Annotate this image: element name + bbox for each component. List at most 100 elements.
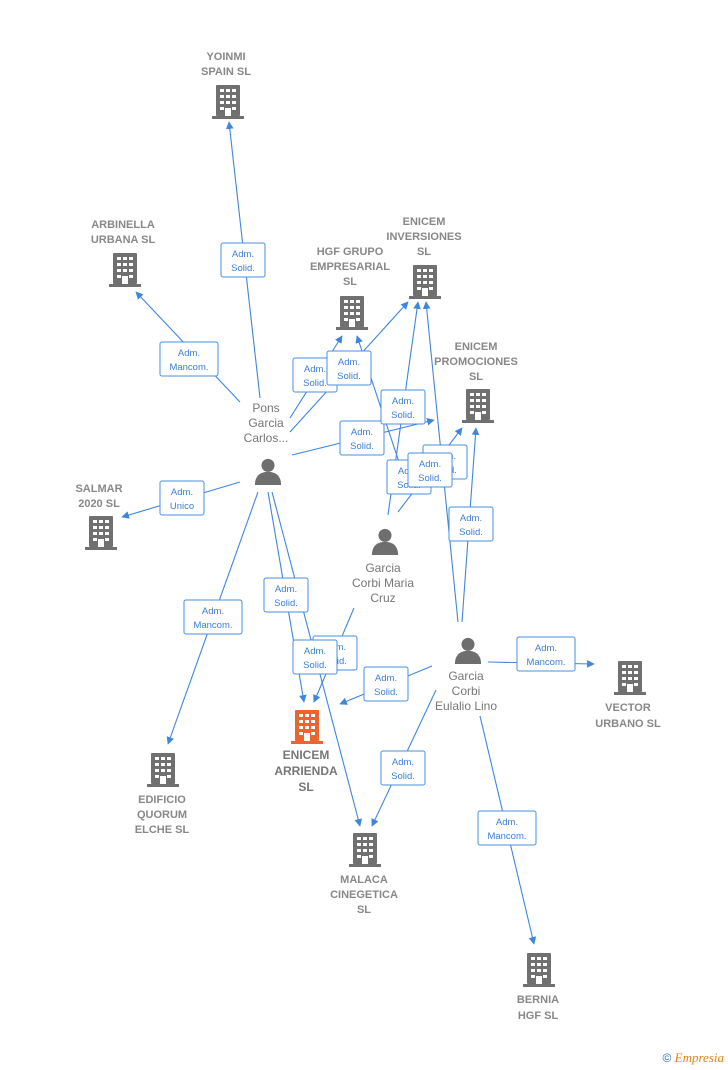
- edge-label-line: Adm.: [338, 357, 360, 368]
- company-name-line: SL: [469, 371, 483, 383]
- edge-label-e11[interactable]: Adm. Solid.: [380, 389, 426, 425]
- edge-label-line: Adm.: [202, 606, 224, 617]
- edge-label-line: Adm.: [275, 584, 297, 595]
- company-node-enicem-promociones[interactable]: ENICEM PROMOCIONES SL: [434, 341, 518, 423]
- person-name-line: Garcia: [365, 561, 401, 575]
- edge-label-e7[interactable]: Adm. Mancom.: [183, 599, 243, 635]
- company-name-line: ENICEM: [283, 748, 330, 762]
- edge-label-e5[interactable]: Adm. Solid.: [339, 420, 385, 456]
- edge-label-line: Adm.: [232, 249, 254, 260]
- company-name-line: EDIFICIO: [138, 794, 186, 806]
- company-name-line: BERNIA: [517, 994, 559, 1006]
- edge-label-e6[interactable]: Adm. Unico: [159, 480, 205, 516]
- person-name-line: Corbi Maria: [352, 576, 414, 590]
- company-name-line: SALMAR: [75, 483, 122, 495]
- building-icon: [212, 85, 244, 119]
- company-name-line: MALACA: [340, 874, 388, 886]
- company-name-line: ARRIENDA: [274, 764, 338, 778]
- company-name-line: URBANO SL: [595, 718, 661, 730]
- building-icon: [109, 253, 141, 287]
- company-name-line: ELCHE SL: [135, 824, 190, 836]
- person-name-line: Corbi: [452, 684, 481, 698]
- company-name-line: SL: [417, 246, 431, 258]
- company-node-arbinella[interactable]: ARBINELLA URBANA SL: [91, 219, 156, 287]
- person-name-line: Garcia: [448, 669, 484, 683]
- company-node-enicem-inversiones[interactable]: ENICEM INVERSIONES SL: [386, 216, 462, 299]
- edge-label-line: Solid.: [350, 441, 374, 452]
- copyright-icon: ©: [662, 1051, 672, 1065]
- person-icon: [454, 637, 482, 664]
- company-name-line: CINEGETICA: [330, 889, 398, 901]
- edge-label-line: Mancom.: [526, 657, 565, 668]
- company-node-hgf[interactable]: HGF GRUPO EMPRESARIAL SL: [310, 246, 390, 330]
- edge-label-line: Adm.: [419, 459, 441, 470]
- company-name-line: HGF SL: [518, 1010, 559, 1022]
- edge-label-e4[interactable]: Adm. Solid.: [326, 350, 372, 386]
- person-node-eulalio[interactable]: Garcia Corbi Eulalio Lino: [435, 637, 497, 713]
- company-name-line: YOINMI: [206, 51, 245, 63]
- edge-label-line: Adm.: [171, 487, 193, 498]
- company-name-line: SL: [343, 276, 357, 288]
- person-icon: [254, 458, 282, 485]
- edge-label-e8[interactable]: Adm. Solid.: [263, 577, 309, 613]
- edge-label-line: Adm.: [392, 757, 414, 768]
- edge-label-line: Solid.: [374, 687, 398, 698]
- edge-label-line: Adm.: [351, 427, 373, 438]
- company-name-line: PROMOCIONES: [434, 356, 518, 368]
- company-node-enicem-arrienda[interactable]: ENICEM ARRIENDA SL: [274, 710, 338, 794]
- edge-label-line: Solid.: [418, 473, 442, 484]
- company-name-line: SL: [298, 780, 313, 794]
- edge-label-e15[interactable]: Adm. Solid.: [448, 506, 494, 542]
- person-node-pons[interactable]: Pons Garcia Carlos...: [244, 401, 289, 485]
- edge-label-e17[interactable]: Adm. Solid.: [380, 750, 426, 786]
- company-node-bernia[interactable]: BERNIA HGF SL: [517, 953, 559, 1022]
- edge-label-e1[interactable]: Adm. Solid.: [220, 242, 266, 278]
- person-name-line: Carlos...: [244, 431, 289, 445]
- edge-label-e18[interactable]: Adm. Mancom.: [516, 636, 576, 672]
- edge-label-line: Solid.: [459, 527, 483, 538]
- company-name-line: 2020 SL: [78, 498, 120, 510]
- person-name-line: Eulalio Lino: [435, 699, 497, 713]
- building-icon: [349, 833, 381, 867]
- company-node-yoinmi[interactable]: YOINMI SPAIN SL: [201, 51, 251, 119]
- edge-label-e14[interactable]: Adm. Solid.: [407, 452, 453, 488]
- edge-label-e19[interactable]: Adm. Mancom.: [477, 810, 537, 846]
- edge-label-line: Adm.: [496, 817, 518, 828]
- edge-label-line: Solid.: [274, 598, 298, 609]
- company-name-line: VECTOR: [605, 702, 651, 714]
- company-name-line: URBANA SL: [91, 234, 156, 246]
- building-icon: [523, 953, 555, 987]
- footer-credit: © Empresia: [662, 1050, 724, 1066]
- person-node-maria[interactable]: Garcia Corbi Maria Cruz: [352, 528, 414, 605]
- edge-label-line: Adm.: [392, 396, 414, 407]
- edge-label-line: Adm.: [460, 513, 482, 524]
- edge-label-line: Solid.: [303, 660, 327, 671]
- person-name-line: Cruz: [370, 591, 395, 605]
- edge-label-line: Unico: [170, 501, 194, 512]
- building-icon: [462, 389, 494, 423]
- brand-logo[interactable]: Empresia: [674, 1050, 724, 1065]
- person-icon: [371, 528, 399, 555]
- company-node-edificio-quorum[interactable]: EDIFICIO QUORUM ELCHE SL: [135, 753, 190, 836]
- person-name-line: Pons: [252, 401, 279, 415]
- building-icon: [85, 516, 117, 550]
- company-name-line: HGF GRUPO: [317, 246, 384, 258]
- edge-label-line: Solid.: [391, 771, 415, 782]
- edge-label-e10[interactable]: Adm. Solid.: [292, 639, 338, 675]
- person-name-line: Garcia: [248, 416, 284, 430]
- edge-label-line: Solid.: [391, 410, 415, 421]
- company-name-line: QUORUM: [137, 809, 187, 821]
- company-node-malaca[interactable]: MALACA CINEGETICA SL: [330, 833, 398, 916]
- edge-label-line: Solid.: [231, 263, 255, 274]
- company-name-line: SPAIN SL: [201, 66, 251, 78]
- company-node-salmar[interactable]: SALMAR 2020 SL: [75, 483, 123, 550]
- building-icon: [409, 265, 441, 299]
- edge-label-line: Adm.: [304, 364, 326, 375]
- building-icon: [147, 753, 179, 787]
- edge-label-line: Mancom.: [193, 620, 232, 631]
- company-name-line: SL: [357, 904, 371, 916]
- edge-label-e2[interactable]: Adm. Mancom.: [159, 341, 219, 377]
- building-icon: [336, 296, 368, 330]
- edge-label-e16[interactable]: Adm. Solid.: [363, 666, 409, 702]
- company-node-vector[interactable]: VECTOR URBANO SL: [595, 661, 661, 730]
